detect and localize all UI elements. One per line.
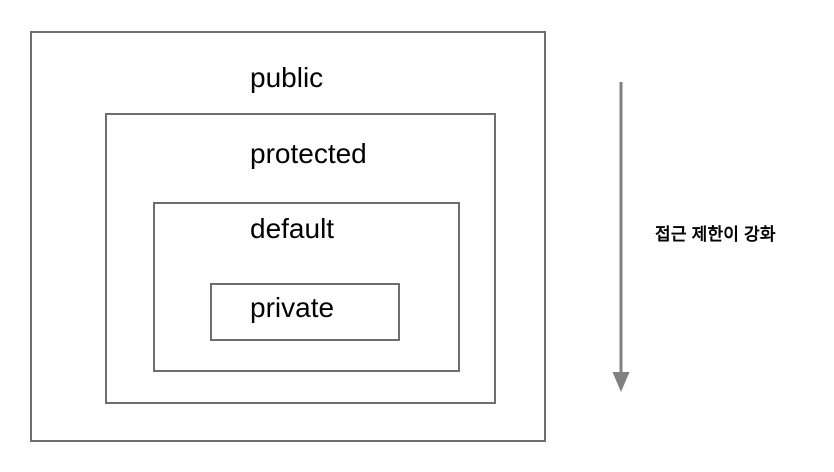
access-level-box-protected xyxy=(105,113,496,404)
access-level-box-private xyxy=(210,283,400,341)
access-level-label-public: public xyxy=(250,62,324,93)
access-level-box-public xyxy=(30,31,546,442)
access-level-label-private: private xyxy=(250,292,335,323)
arrow-down-icon xyxy=(612,82,630,392)
annotation-caption: 접근 제한이 강화 xyxy=(655,225,776,244)
access-level-box-default xyxy=(153,202,460,372)
access-level-label-protected: protected xyxy=(250,138,367,169)
arrow-head xyxy=(612,372,630,392)
access-level-label-default: default xyxy=(250,213,335,244)
